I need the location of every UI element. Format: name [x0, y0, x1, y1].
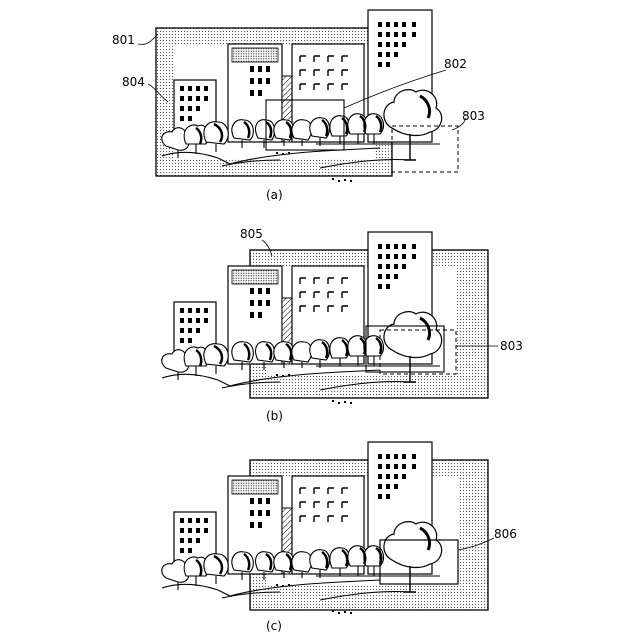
- label-802: 802: [444, 57, 467, 71]
- label-803: 803: [500, 339, 523, 353]
- label-805: 805: [240, 227, 263, 241]
- leader-801: [138, 34, 158, 44]
- label-803: 803: [462, 109, 485, 123]
- label-804: 804: [122, 75, 145, 89]
- caption-b: (b): [266, 409, 283, 423]
- panel-a: 801 804 802 803 (a): [112, 10, 485, 202]
- panel-b: 805 803 (b): [162, 227, 523, 423]
- caption-c: (c): [266, 619, 282, 633]
- label-806: 806: [494, 527, 517, 541]
- panel-c: 806 (c): [162, 442, 517, 633]
- caption-a: (a): [266, 188, 283, 202]
- label-801: 801: [112, 33, 135, 47]
